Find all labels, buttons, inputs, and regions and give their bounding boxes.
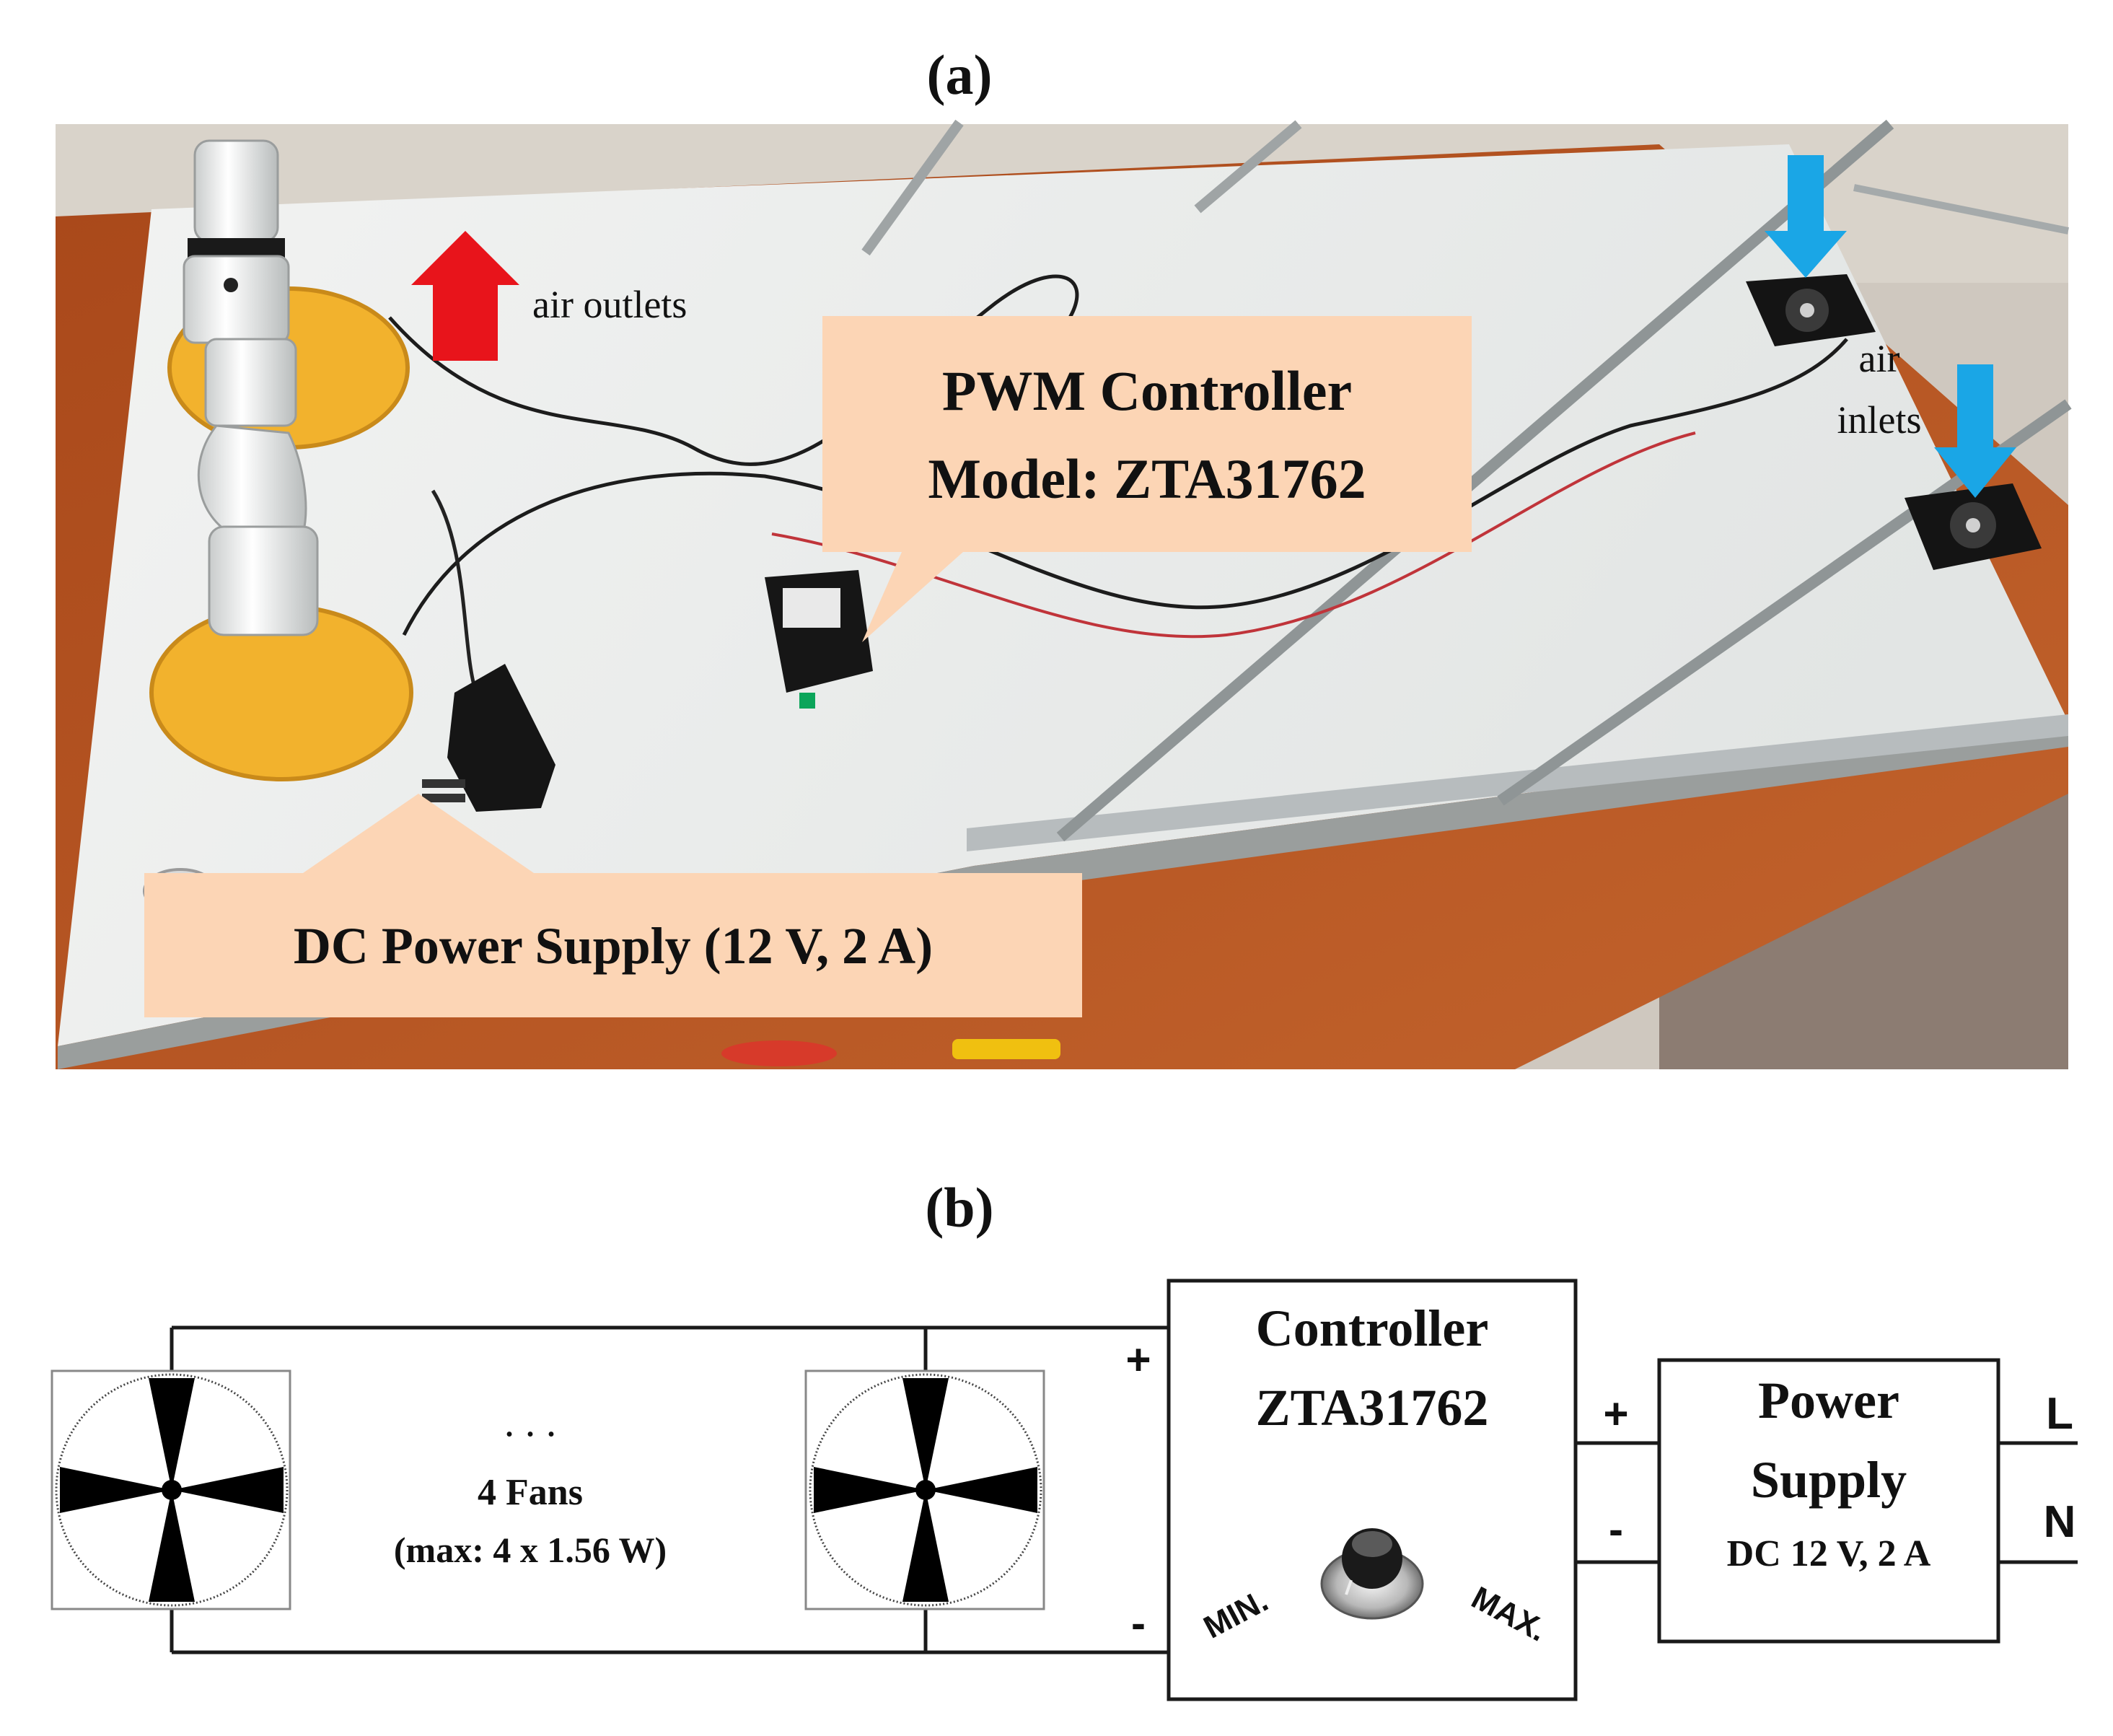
power-supply-callout [144, 794, 1082, 1017]
inlet-fan-module [1746, 274, 1876, 346]
board-edge [58, 722, 2068, 1069]
power-supply-callout-text: DC Power Supply (12 V, 2 A) [294, 917, 933, 975]
fan-symbol [804, 1369, 1045, 1610]
neutral-terminal-label: N [2044, 1497, 2076, 1547]
fans-count-label: 4 Fans [478, 1472, 583, 1513]
controller-plus-left: + [1125, 1336, 1151, 1384]
outlet-arrow [411, 231, 519, 361]
white-board [58, 144, 2068, 1046]
circuit-wires [170, 1325, 2078, 1654]
power-supply-box [1657, 1358, 2000, 1644]
power-supply-title-line1: Power [1758, 1372, 1899, 1429]
fans-power-label: (max: 4 x 1.56 W) [394, 1530, 667, 1570]
tools-on-table [721, 1039, 1060, 1066]
pwm-callout [822, 316, 1472, 642]
pwm-callout-line1: PWM Controller [942, 359, 1352, 422]
inlet-arrow [1765, 155, 1847, 278]
fan-symbol [50, 1369, 291, 1610]
controller-model: ZTA31762 [1256, 1379, 1489, 1437]
inlet-arrow [1934, 364, 2016, 498]
fans-ellipsis: . . . [504, 1398, 557, 1445]
pvc-pipe-assembly [183, 139, 319, 636]
pwm-controller-box [765, 570, 873, 709]
controller-minus-left: - [1131, 1599, 1146, 1647]
pwm-callout-line2: Model: ZTA31762 [928, 447, 1366, 510]
potentiometer-knob [1320, 1528, 1424, 1620]
controller-plus-right: + [1603, 1390, 1628, 1438]
support-rod [1056, 119, 1894, 842]
panel-a-caption: (a) [927, 43, 993, 106]
dc-power-adapter [422, 664, 555, 812]
wire-black [388, 274, 1079, 466]
power-supply-rating: DC 12 V, 2 A [1727, 1533, 1931, 1574]
air-inlets-label-line1: air [1859, 337, 1900, 380]
support-rod [1194, 120, 1302, 214]
panel-b-caption: (b) [925, 1176, 993, 1239]
controller-minus-right: - [1609, 1505, 1623, 1553]
controller-box [1167, 1279, 1578, 1701]
photo-panel [56, 119, 2072, 1069]
line-terminal-label: L [2046, 1389, 2073, 1439]
power-supply-title-line2: Supply [1751, 1451, 1907, 1509]
air-inlets-label-line2: inlets [1837, 398, 1922, 442]
wire-black [431, 489, 478, 693]
air-outlets-label: air outlets [532, 283, 687, 326]
inlet-fan-module [1905, 483, 2042, 570]
wire-black [402, 338, 1848, 636]
support-rod [861, 119, 964, 256]
support-rod [1853, 184, 2069, 234]
controller-title: Controller [1256, 1299, 1489, 1357]
